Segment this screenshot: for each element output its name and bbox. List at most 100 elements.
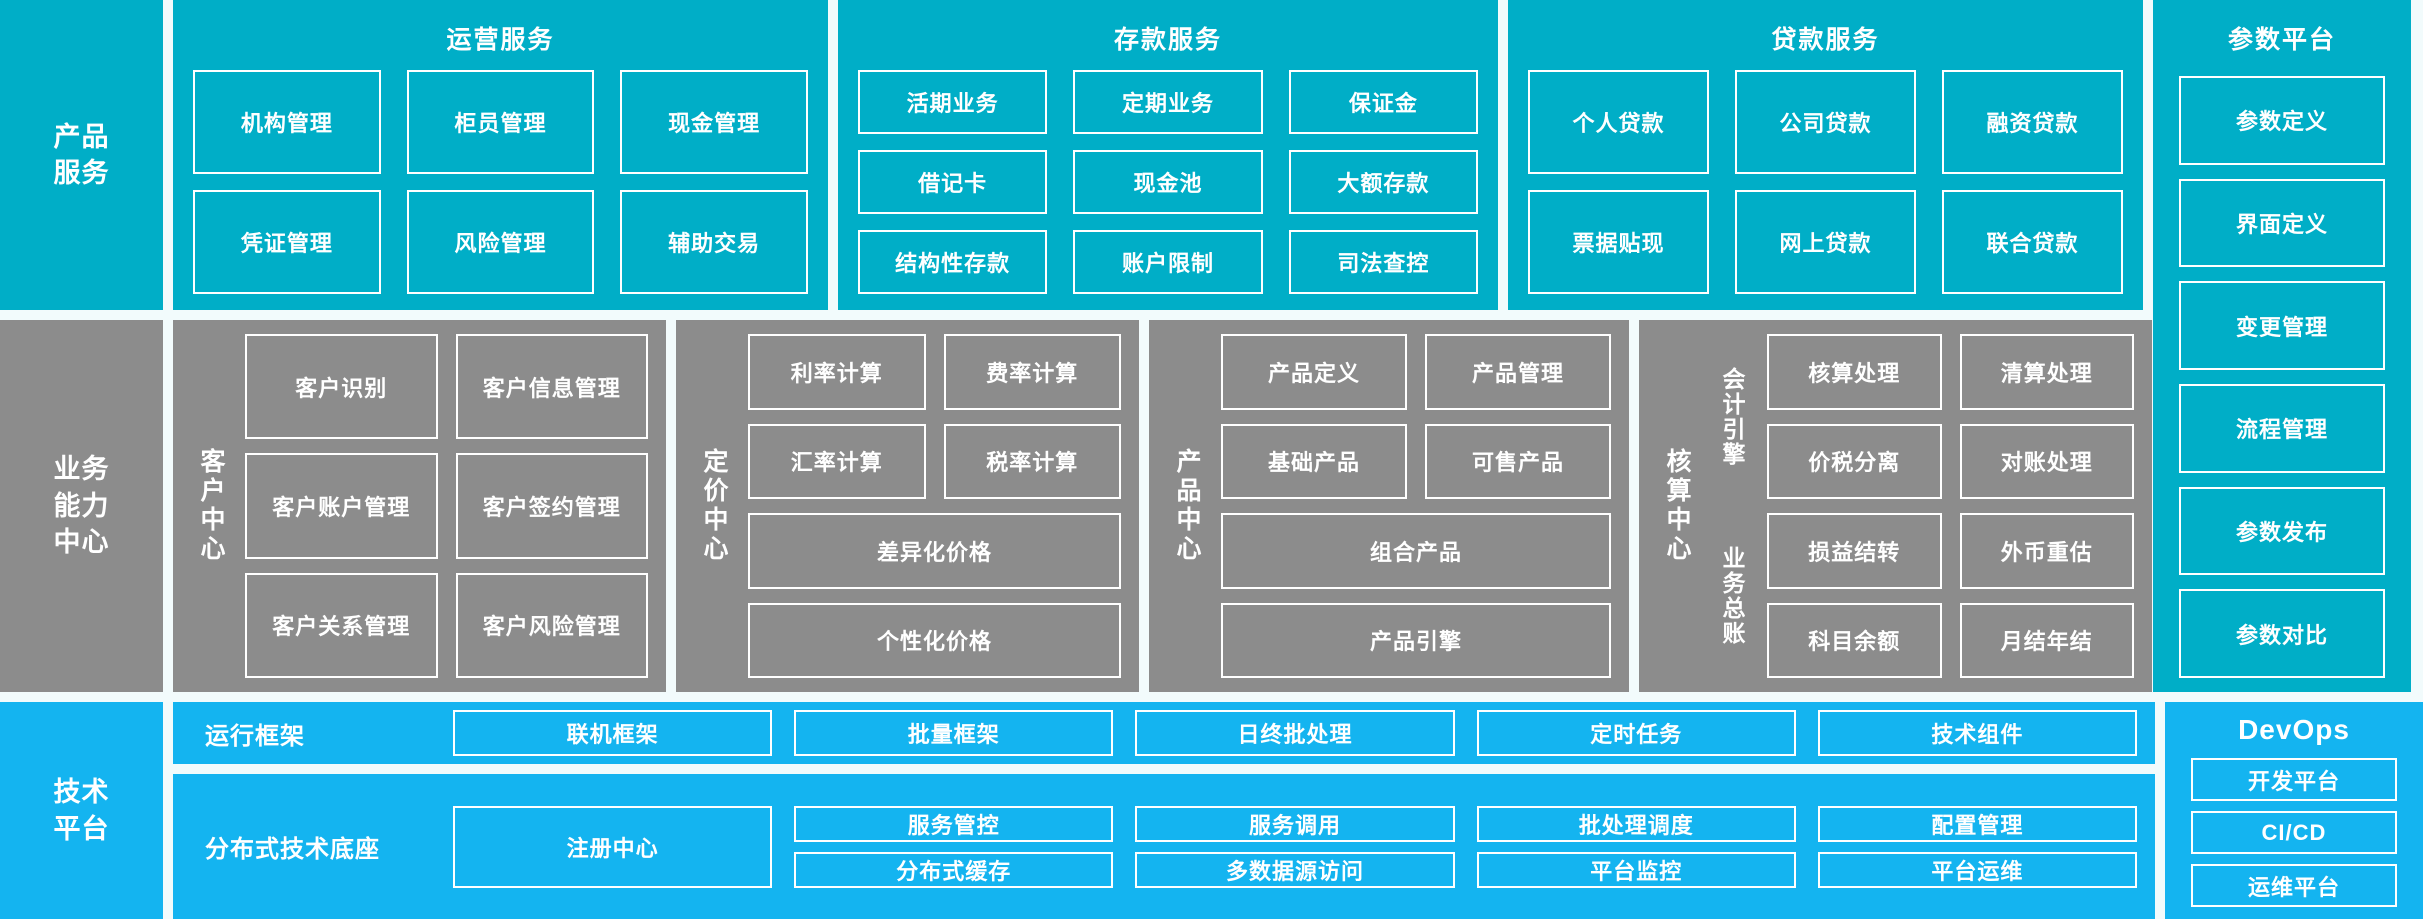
group-deposit-services-title: 存款服务: [1113, 26, 1222, 54]
tech-cell[interactable]: 平台运维: [1817, 851, 2137, 888]
group-deposit-services-grid: 活期业务 定期业务 保证金 借记卡 现金池 大额存款 结构性存款 账户限制 司法…: [858, 70, 1478, 294]
rail-technical-platform: 技术 平台: [0, 702, 163, 919]
capability-cell[interactable]: 产品引擎: [1221, 602, 1611, 678]
service-cell[interactable]: 辅助交易: [620, 190, 808, 294]
capability-cell[interactable]: 差异化价格: [748, 513, 1121, 589]
capability-cell[interactable]: 客户信息管理: [455, 334, 648, 440]
tech-cell[interactable]: 配置管理: [1817, 805, 2137, 842]
service-cell[interactable]: 司法查控: [1288, 230, 1478, 294]
service-cell[interactable]: 现金管理: [620, 70, 808, 174]
service-cell[interactable]: 公司贷款: [1735, 70, 1916, 174]
capability-cell[interactable]: 客户签约管理: [455, 453, 648, 559]
capability-cell[interactable]: 个性化价格: [748, 602, 1121, 678]
devops-item[interactable]: 开发平台: [2191, 758, 2397, 801]
tech-cell[interactable]: 批量框架: [794, 710, 1114, 756]
devops-item[interactable]: CI/CD: [2191, 811, 2397, 854]
tech-cell[interactable]: 联机框架: [453, 710, 773, 756]
tech-cell[interactable]: 定时任务: [1476, 710, 1796, 756]
capability-cell[interactable]: 月结年结: [1959, 602, 2134, 678]
tech-cell[interactable]: 批处理调度: [1476, 805, 1796, 842]
strip-distributed-base-cells: 注册中心 服务管控 服务调用 批处理调度 配置管理 分布式缓存 多数据源访问 平…: [453, 805, 2137, 888]
strip-distributed-base-label: 分布式技术底座: [205, 836, 380, 863]
service-cell[interactable]: 定期业务: [1073, 70, 1263, 134]
service-cell[interactable]: 活期业务: [858, 70, 1048, 134]
capability-cell[interactable]: 基础产品: [1221, 423, 1407, 499]
tech-cell[interactable]: 服务调用: [1135, 805, 1455, 842]
rail-business-line2: 能力: [53, 490, 110, 521]
capability-cell[interactable]: 核算处理: [1767, 334, 1942, 410]
capability-cell[interactable]: 产品定义: [1221, 334, 1407, 410]
capability-cell[interactable]: 价税分离: [1767, 423, 1942, 499]
parameter-platform-item[interactable]: 变更管理: [2179, 281, 2385, 371]
column-parameter-platform: 参数平台 参数定义 界面定义 变更管理 流程管理 参数发布 参数对比: [2153, 0, 2411, 692]
service-cell[interactable]: 借记卡: [858, 150, 1048, 214]
group-customer-center: 客户中心 客户识别 客户信息管理 客户账户管理 客户签约管理 客户关系管理 客户…: [173, 320, 666, 692]
service-cell[interactable]: 风险管理: [406, 190, 595, 294]
group-product-center-label: 产品中心: [1173, 448, 1201, 564]
capability-cell[interactable]: 损益结转: [1767, 513, 1942, 589]
capability-cell[interactable]: 客户账户管理: [245, 453, 438, 559]
capability-cell[interactable]: 对账处理: [1959, 423, 2134, 499]
service-cell[interactable]: 柜员管理: [406, 70, 595, 174]
tech-cell[interactable]: 服务管控: [794, 805, 1114, 842]
parameter-platform-item[interactable]: 参数发布: [2179, 486, 2385, 576]
service-cell[interactable]: 网上贷款: [1735, 190, 1916, 294]
rail-technical-line1: 技术: [53, 777, 110, 808]
service-cell[interactable]: 融资贷款: [1942, 70, 2123, 174]
service-cell[interactable]: 现金池: [1073, 150, 1263, 214]
tech-cell[interactable]: 技术组件: [1817, 710, 2137, 756]
capability-cell[interactable]: 税率计算: [943, 423, 1121, 499]
parameter-platform-item[interactable]: 流程管理: [2179, 384, 2385, 473]
service-cell[interactable]: 凭证管理: [193, 190, 381, 294]
service-cell[interactable]: 保证金: [1288, 70, 1478, 134]
group-accounting-center-grid: 核算处理 清算处理 价税分离 对账处理 损益结转 外币重估 科目余额 月结年结: [1767, 334, 2134, 678]
capability-cell[interactable]: 可售产品: [1425, 423, 1611, 499]
tech-cell-registry[interactable]: 注册中心: [453, 805, 773, 888]
capability-cell[interactable]: 组合产品: [1221, 513, 1611, 589]
group-customer-center-label: 客户中心: [197, 448, 225, 564]
rail-business-line1: 业务: [53, 454, 110, 485]
service-cell[interactable]: 个人贷款: [1528, 70, 1709, 174]
strip-run-framework: 运行框架 联机框架 批量框架 日终批处理 定时任务 技术组件: [173, 702, 2155, 764]
service-cell[interactable]: 联合贷款: [1942, 190, 2123, 294]
devops-title: DevOps: [2238, 714, 2350, 745]
parameter-platform-item[interactable]: 界面定义: [2179, 178, 2385, 268]
capability-cell[interactable]: 客户识别: [245, 334, 438, 440]
parameter-platform-item[interactable]: 参数对比: [2179, 589, 2385, 679]
group-accounting-center-label: 核算中心: [1663, 448, 1691, 564]
group-pricing-center-grid: 利率计算 费率计算 汇率计算 税率计算 差异化价格 个性化价格: [748, 334, 1121, 678]
tech-cell[interactable]: 分布式缓存: [794, 851, 1114, 888]
group-operation-services: 运营服务 机构管理 柜员管理 现金管理 凭证管理 风险管理 辅助交易: [173, 0, 828, 310]
tech-cell[interactable]: 日终批处理: [1135, 710, 1455, 756]
devops-item[interactable]: 运维平台: [2191, 864, 2397, 907]
service-cell[interactable]: 结构性存款: [858, 230, 1048, 294]
tech-cell[interactable]: 平台监控: [1476, 851, 1796, 888]
spacer-under-parameter-platform: [2162, 320, 2420, 692]
rail-product-services: 产品 服务: [0, 0, 163, 310]
service-cell[interactable]: 大额存款: [1288, 150, 1478, 214]
service-cell[interactable]: 机构管理: [193, 70, 381, 174]
service-cell[interactable]: 票据贴现: [1528, 190, 1709, 294]
capability-cell[interactable]: 产品管理: [1425, 334, 1611, 410]
service-cell[interactable]: 账户限制: [1073, 230, 1263, 294]
capability-cell[interactable]: 费率计算: [943, 334, 1121, 410]
capability-cell[interactable]: 客户关系管理: [245, 572, 438, 678]
group-customer-center-grid: 客户识别 客户信息管理 客户账户管理 客户签约管理 客户关系管理 客户风险管理: [245, 334, 648, 678]
technical-platform-main: 运行框架 联机框架 批量框架 日终批处理 定时任务 技术组件 分布式技术底座 注…: [173, 702, 2155, 919]
group-loan-services-grid: 个人贷款 公司贷款 融资贷款 票据贴现 网上贷款 联合贷款: [1528, 70, 2123, 294]
parameter-platform-item[interactable]: 参数定义: [2179, 76, 2385, 165]
capability-cell[interactable]: 清算处理: [1959, 334, 2134, 410]
tech-cell[interactable]: 多数据源访问: [1135, 851, 1455, 888]
group-product-center-grid: 产品定义 产品管理 基础产品 可售产品 组合产品 产品引擎: [1221, 334, 1611, 678]
capability-cell[interactable]: 汇率计算: [748, 423, 926, 499]
group-operation-services-grid: 机构管理 柜员管理 现金管理 凭证管理 风险管理 辅助交易: [193, 70, 808, 294]
capability-cell[interactable]: 外币重估: [1959, 513, 2134, 589]
strip-run-framework-label: 运行框架: [205, 722, 305, 750]
capability-cell[interactable]: 利率计算: [748, 334, 926, 410]
rail-product-services-line1: 产品: [53, 121, 110, 152]
accounting-sublabels: 会计引擎 业务总账: [1711, 334, 1753, 678]
capability-cell[interactable]: 客户风险管理: [455, 572, 648, 678]
capability-cell[interactable]: 科目余额: [1767, 602, 1942, 678]
group-loan-services-title: 贷款服务: [1771, 26, 1880, 54]
